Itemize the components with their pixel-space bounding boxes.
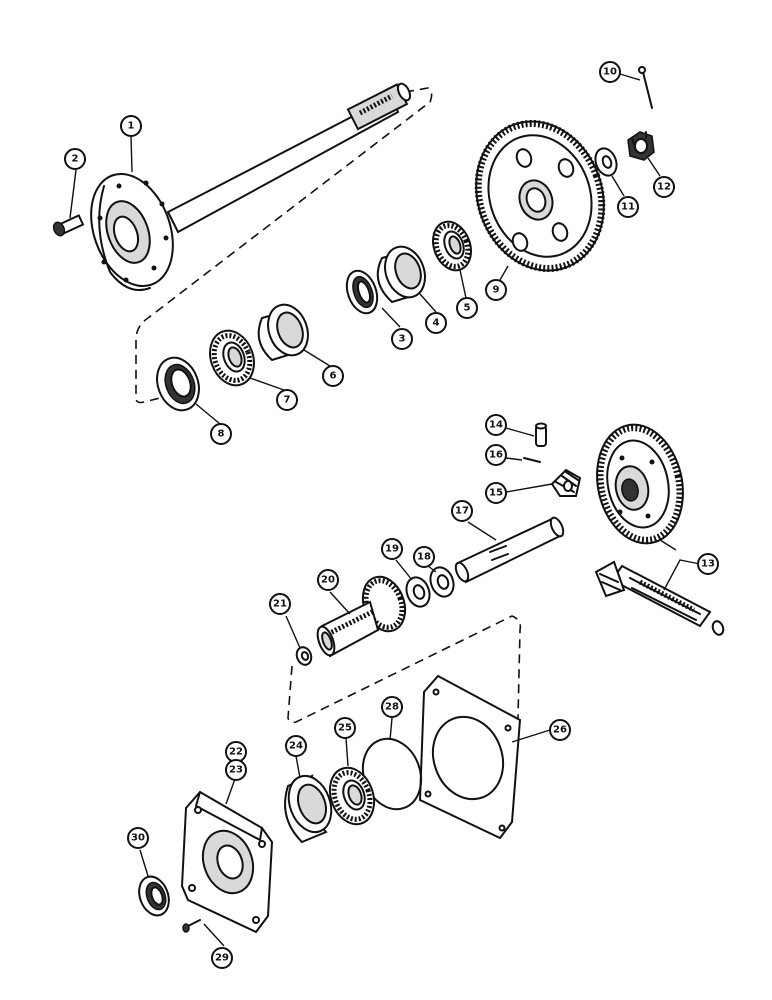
callout-9: 9 (485, 279, 507, 301)
callout-16: 16 (485, 444, 507, 466)
part-24-bearing-cup (284, 774, 333, 844)
callout-10-label: 10 (603, 67, 617, 78)
part-15-pinion-gear (550, 468, 582, 497)
callout-17: 17 (451, 500, 473, 522)
part-25-bearing-cone (328, 766, 376, 826)
callout-23: 23 (225, 759, 247, 781)
part-20-side-gear (316, 575, 407, 658)
callout-4-label: 4 (433, 318, 440, 329)
callout-1-label: 1 (128, 121, 135, 132)
callout-16-label: 16 (489, 450, 503, 461)
callout-3-label: 3 (399, 334, 406, 345)
part-29-screw (182, 919, 201, 933)
callout-12-label: 12 (657, 182, 671, 193)
lower-group-dashed-line (287, 615, 522, 724)
callout-28: 28 (381, 696, 403, 718)
callout-13: 13 (697, 553, 719, 575)
callout-18-label: 18 (417, 552, 431, 563)
part-7-bearing-cone (209, 329, 255, 387)
callout-8: 8 (210, 423, 232, 445)
callout-28-label: 28 (385, 702, 399, 713)
callout-24: 24 (285, 735, 307, 757)
part-13-ring-gear-pinion (594, 423, 725, 636)
part-18-thrust-washer (429, 566, 455, 598)
part-5-bearing-cone (432, 220, 472, 272)
callout-23-label: 23 (229, 765, 243, 776)
part-26-gasket (418, 674, 522, 840)
callout-3: 3 (391, 328, 413, 350)
callout-30-label: 30 (131, 833, 145, 844)
callout-12: 12 (653, 176, 675, 198)
callout-7: 7 (276, 389, 298, 411)
part-2-bolt (52, 214, 85, 237)
callout-15: 15 (485, 482, 507, 504)
callout-11-label: 11 (621, 202, 635, 213)
callout-26-label: 26 (553, 725, 567, 736)
callout-21: 21 (269, 593, 291, 615)
part-9-spur-gear (474, 119, 606, 273)
callout-21-label: 21 (273, 599, 287, 610)
callout-5: 5 (456, 297, 478, 319)
part-6-bearing-cup (257, 303, 309, 362)
callout-25-label: 25 (338, 723, 352, 734)
callout-19-label: 19 (385, 544, 399, 555)
callout-2-label: 2 (72, 154, 79, 165)
callout-14: 14 (485, 414, 507, 436)
part-19-washer (405, 576, 431, 608)
part-22-23-retainer-plate (180, 790, 274, 934)
callout-29-label: 29 (215, 953, 229, 964)
callout-8-label: 8 (218, 429, 225, 440)
callout-2: 2 (64, 148, 86, 170)
part-12-castle-nut (627, 131, 655, 161)
part-21-snap-ring (295, 646, 313, 666)
callout-10: 10 (599, 61, 621, 83)
callout-4: 4 (425, 312, 447, 334)
callout-26: 26 (549, 719, 571, 741)
callout-1: 1 (120, 115, 142, 137)
callout-19: 19 (381, 538, 403, 560)
callout-20-label: 20 (321, 575, 335, 586)
callout-20: 20 (317, 569, 339, 591)
callout-9-label: 9 (493, 285, 500, 296)
part-4-bearing-cup (376, 245, 426, 304)
part-8-seal (156, 356, 200, 412)
callout-29: 29 (211, 947, 233, 969)
part-3-seal (345, 269, 379, 315)
callout-22-label: 22 (229, 747, 243, 758)
part-17-cross-shaft (454, 516, 565, 584)
upper-group-dashed-line (135, 87, 433, 404)
part-16-roll-pin (523, 457, 541, 463)
leader-lines (69, 73, 701, 947)
callout-14-label: 14 (489, 420, 503, 431)
callout-24-label: 24 (289, 741, 303, 752)
callout-18: 18 (413, 546, 435, 568)
callout-13-label: 13 (701, 559, 715, 570)
part-14-pin (535, 422, 547, 447)
part-11-washer (594, 147, 618, 177)
callout-30: 30 (127, 827, 149, 849)
part-10-cotter-pin (638, 66, 653, 109)
callout-17-label: 17 (455, 506, 469, 517)
callout-25: 25 (334, 717, 356, 739)
callout-7-label: 7 (284, 395, 291, 406)
callout-15-label: 15 (489, 488, 503, 499)
part-1-axle-shaft (90, 82, 412, 291)
part-30-oil-seal (138, 875, 170, 917)
callout-6: 6 (322, 365, 344, 387)
callout-11: 11 (617, 196, 639, 218)
callout-5-label: 5 (464, 303, 471, 314)
callout-6-label: 6 (330, 371, 337, 382)
